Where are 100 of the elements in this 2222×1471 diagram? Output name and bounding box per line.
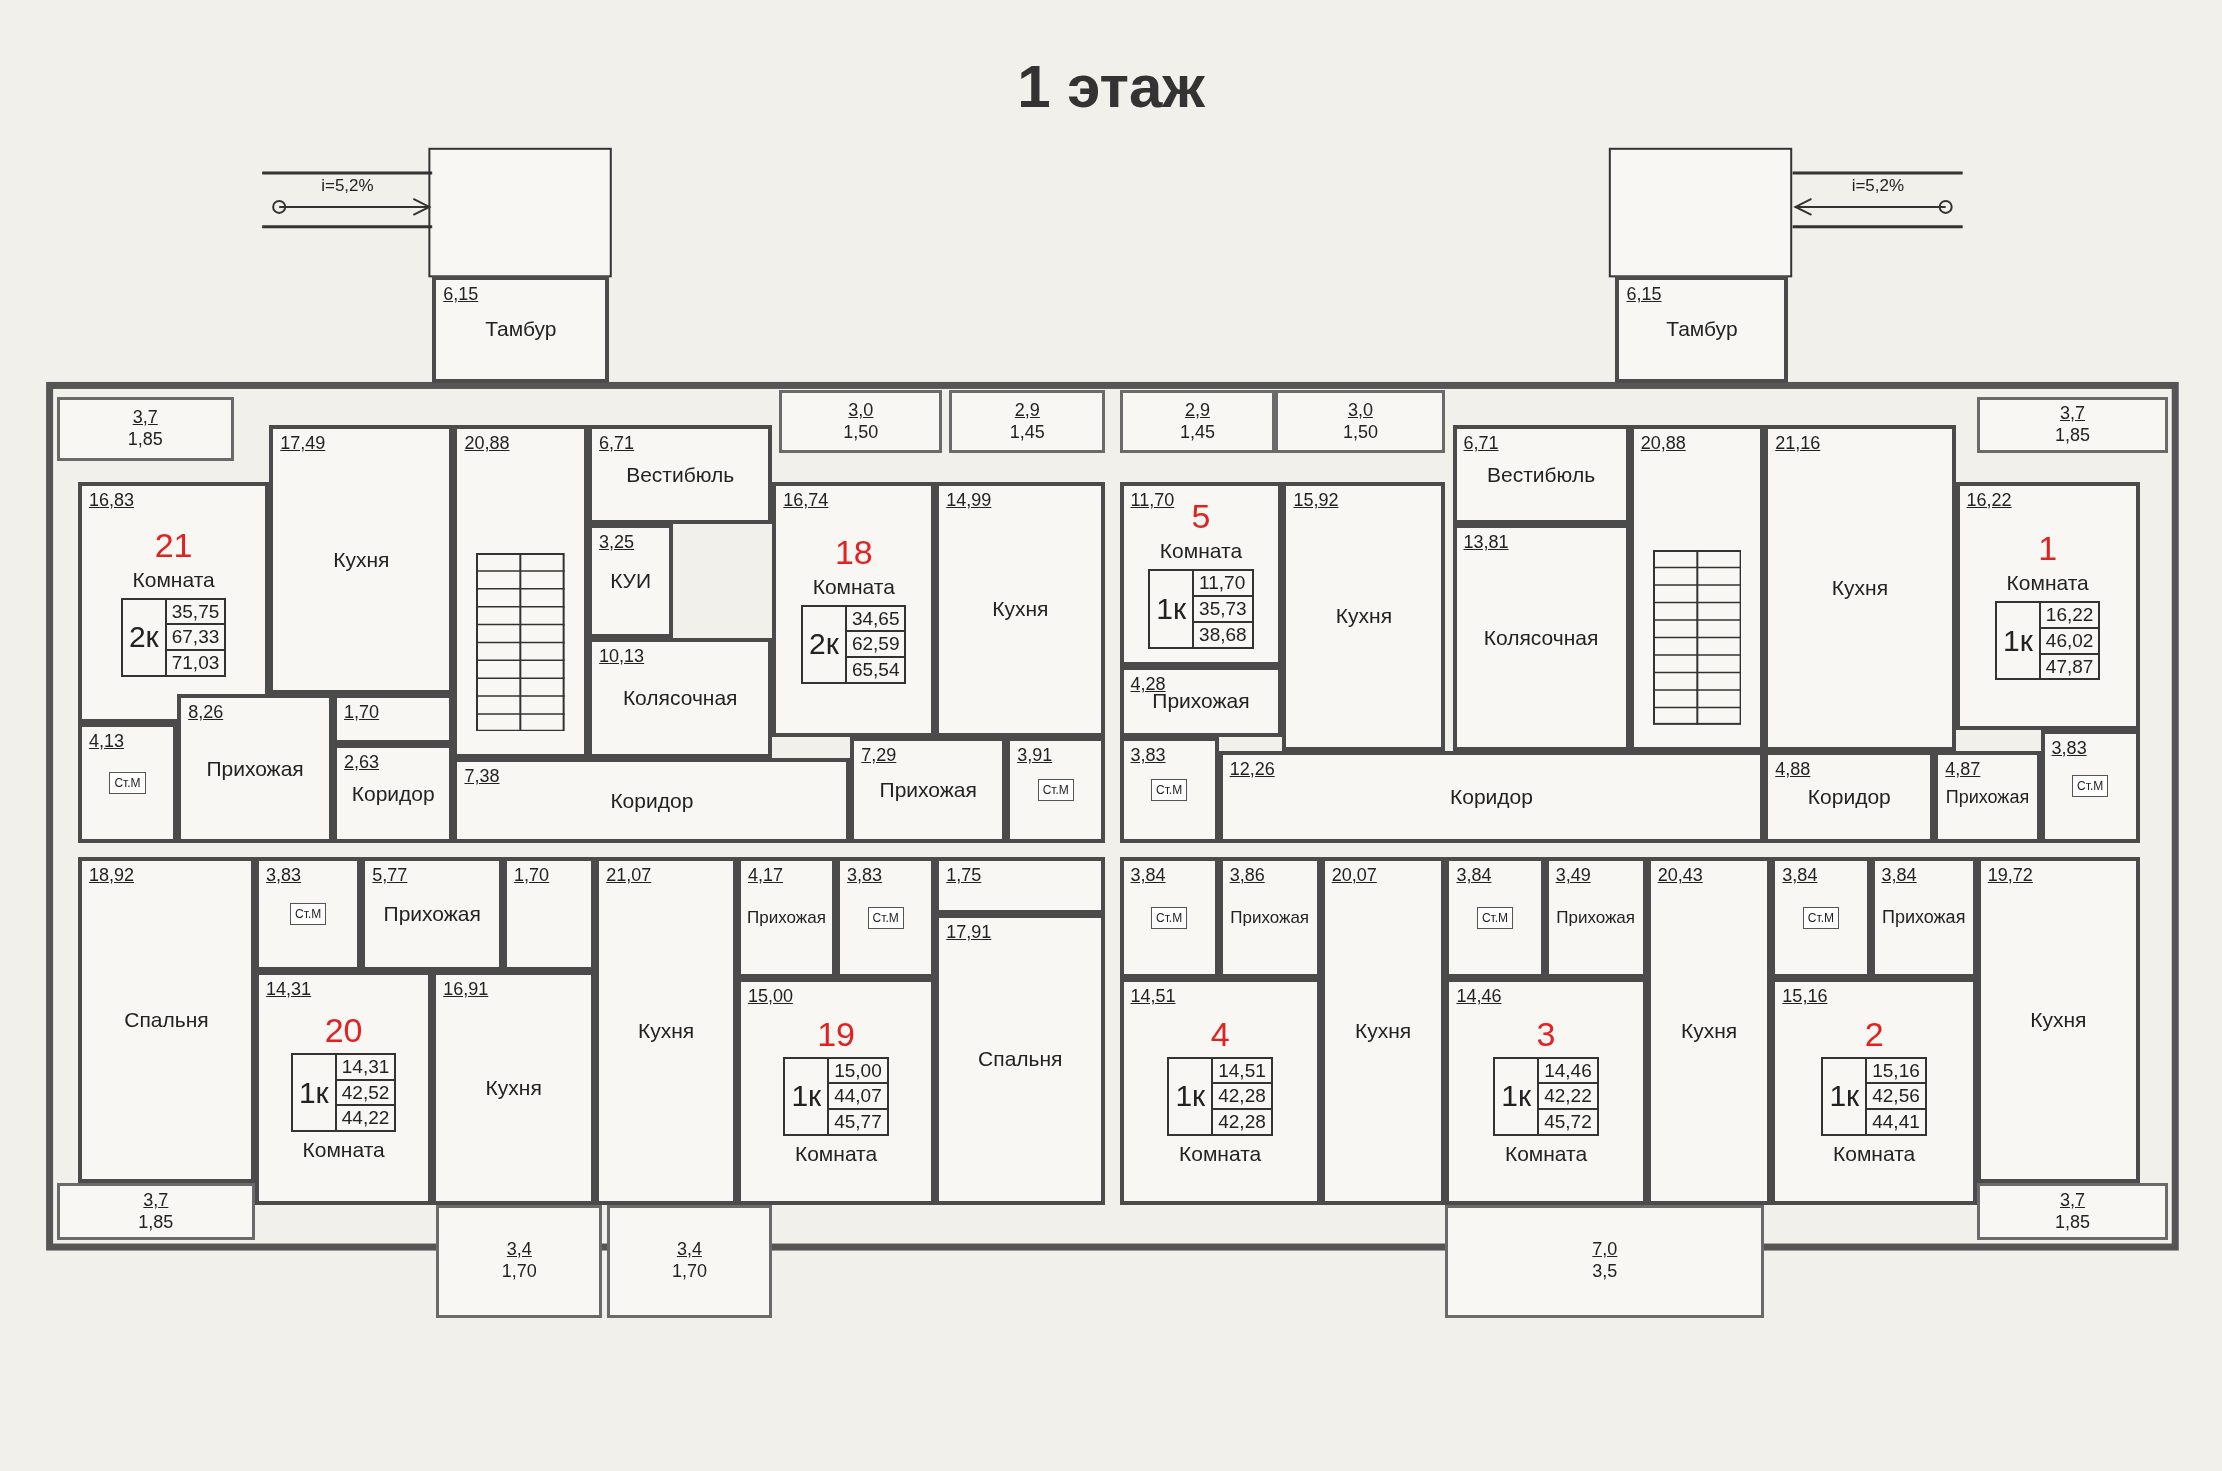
balcony	[1275, 389, 1446, 454]
apartment-number: 1	[2038, 531, 2058, 566]
room-count: 1к	[292, 1055, 337, 1131]
area-value: 42,22	[1539, 1082, 1597, 1108]
apartment-number: 18	[834, 534, 873, 569]
room	[1646, 857, 1772, 1205]
area-value: 6,71	[599, 433, 635, 455]
room-name: Прихожая	[1881, 907, 1966, 929]
area-value: 10,13	[599, 645, 645, 667]
room-name: Комната	[812, 574, 895, 599]
area-value: 47,87	[2040, 652, 2099, 679]
room	[1119, 977, 1321, 1205]
area-value: 3,25	[599, 532, 635, 554]
room	[1218, 751, 1765, 844]
area-value: 16,74	[783, 489, 829, 511]
room-name: Тамбур	[485, 317, 557, 342]
area-value: 45,77	[829, 1108, 887, 1134]
area-value: 1,70	[514, 865, 550, 887]
room-name: Прихожая	[206, 756, 304, 781]
area-value: 14,31	[340, 1055, 391, 1079]
room-name: Кухня	[1335, 604, 1393, 629]
room-name: Кухня	[333, 547, 390, 572]
room	[736, 857, 837, 978]
area-value: 67,33	[166, 623, 225, 650]
balcony-area: 1,85	[2054, 426, 2090, 446]
room-name: Прихожая	[1230, 907, 1310, 928]
apartment-area-table	[801, 604, 907, 684]
balcony-size: 3,4	[506, 1240, 532, 1261]
balcony-area: 3,5	[1592, 1262, 1618, 1282]
area-value: 34,65	[850, 606, 901, 631]
area-value: 6,15	[443, 284, 479, 306]
balcony-size: 3,7	[143, 1190, 169, 1211]
balcony-area: 1,50	[843, 422, 879, 443]
stair-hall	[453, 425, 589, 759]
area-value: 4,13	[88, 730, 124, 752]
area-value: 3,83	[847, 865, 883, 887]
area-value: 14,99	[946, 489, 992, 511]
room-name: Комната	[1832, 1141, 1916, 1166]
area-value: 3,49	[1555, 865, 1591, 887]
area-value: 17,49	[280, 433, 326, 455]
room-name: Кухня	[1680, 1018, 1738, 1043]
area-value: 35,73	[1194, 595, 1252, 621]
balcony-size: 3,7	[2059, 1190, 2085, 1211]
balcony	[779, 389, 943, 454]
room	[1615, 276, 1789, 383]
area-value: 14,51	[1217, 1058, 1267, 1083]
area-value: 14,31	[266, 978, 312, 1000]
area-value: 1,75	[946, 865, 982, 887]
balcony	[1445, 1204, 1765, 1318]
room	[1320, 857, 1446, 1205]
area-value: 18,92	[88, 865, 134, 887]
room-count: 1к	[1495, 1058, 1540, 1134]
area-value: 15,16	[1871, 1058, 1921, 1083]
room-name: Коридор	[610, 788, 694, 813]
room-name: Вестибюль	[626, 462, 735, 487]
room-name: Коридор	[351, 781, 435, 806]
apartment-number: 4	[1210, 1016, 1230, 1051]
room	[255, 970, 433, 1205]
floor-title: 1 этаж	[1017, 52, 1205, 121]
balcony-size: 3,7	[2059, 404, 2085, 425]
area-value: 15,16	[1782, 985, 1828, 1007]
apartment-area-table	[1493, 1056, 1599, 1136]
balcony-area: 1,45	[1009, 422, 1045, 443]
room-name: КУИ	[610, 569, 652, 593]
area-value: 4,88	[1775, 759, 1811, 781]
area-value: 62,59	[846, 630, 905, 657]
balcony-size: 2,9	[1014, 400, 1040, 421]
balcony	[56, 1183, 256, 1240]
room-name: Комната	[1504, 1141, 1588, 1166]
area-value: 3,84	[1782, 865, 1818, 887]
room-name: Колясочная	[622, 685, 738, 710]
washing-machine-mark: Ст.М	[1151, 906, 1188, 929]
area-value: 38,68	[1194, 620, 1252, 647]
area-value: 15,00	[747, 985, 793, 1007]
area-value: 4,87	[1945, 759, 1981, 781]
room-name: Комната	[302, 1138, 385, 1163]
room-name: Прихожая	[879, 778, 977, 802]
room-count: 2к	[803, 606, 847, 682]
room-name: Прихожая	[747, 907, 826, 928]
room	[1006, 736, 1106, 844]
room-count: 1к	[785, 1058, 830, 1134]
area-value: 3,84	[1130, 865, 1166, 887]
room	[736, 977, 936, 1205]
room	[77, 481, 270, 723]
area-value: 42,28	[1213, 1108, 1271, 1134]
area-value: 14,51	[1130, 985, 1176, 1007]
area-value: 2,63	[344, 751, 380, 773]
room-name: Кухня	[637, 1018, 695, 1043]
area-value: 46,02	[2040, 626, 2099, 653]
area-value: 65,54	[846, 656, 905, 682]
area-value: 19,72	[1987, 865, 2033, 887]
apartment-number: 20	[324, 1013, 363, 1047]
room-name: Прихожая	[1556, 907, 1635, 928]
room-name: Комната	[1159, 539, 1243, 564]
area-value: 8,26	[188, 702, 224, 724]
balcony-area: 1,50	[1342, 422, 1378, 443]
room-count: 1к	[1169, 1058, 1214, 1134]
area-value: 44,22	[336, 1104, 395, 1131]
room-name: Спальня	[124, 1008, 209, 1033]
area-value: 42,56	[1867, 1082, 1925, 1108]
